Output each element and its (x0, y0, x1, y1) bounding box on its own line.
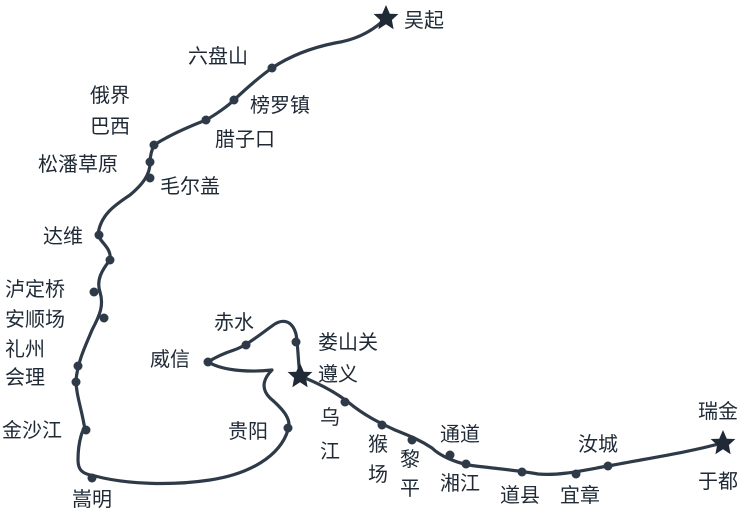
waypoint-liping (407, 435, 417, 445)
waypoint-guiyang (283, 423, 293, 433)
zunyi-star-icon (287, 363, 313, 388)
label-chishui: 赤水 (214, 310, 254, 334)
label-huili: 会理 (5, 365, 45, 389)
label-ruijin: 瑞金 (698, 399, 738, 423)
waypoint-houchang (377, 420, 387, 430)
waypoint-baxi (149, 140, 159, 150)
waypoint-chishui (241, 340, 251, 350)
waypoints (71, 63, 613, 483)
label-liping-1: 黎 (400, 447, 420, 471)
waypoint-yizhang (571, 469, 581, 479)
label-wujiang-1: 乌 (320, 405, 340, 429)
label-lizhou: 礼州 (5, 337, 45, 361)
waypoint-ludingqiao (89, 287, 99, 297)
label-daoxian: 道县 (500, 483, 540, 507)
waypoint-huili (71, 377, 81, 387)
waypoint-dawei (94, 230, 104, 240)
label-loushanguan: 娄山关 (318, 330, 378, 354)
label-guiyang: 贵阳 (228, 419, 268, 443)
label-lazikou: 腊子口 (215, 127, 275, 151)
label-yizhang: 宜章 (560, 483, 600, 507)
label-liping-2: 平 (400, 476, 420, 500)
waypoint-jinshajiang (81, 425, 91, 435)
waypoint-songming (87, 473, 97, 483)
ruijin-star-icon (710, 430, 736, 455)
waypoint-dawei-south (105, 255, 115, 265)
label-xiangjiang: 湘江 (440, 471, 480, 495)
waypoint-rucheng (603, 461, 613, 471)
label-maoergai: 毛尔盖 (160, 174, 220, 198)
waypoint-songpan (145, 157, 155, 167)
label-wujiang-2: 江 (320, 439, 340, 463)
label-rucheng: 汝城 (578, 432, 618, 456)
label-weixin: 威信 (150, 347, 190, 371)
place-labels: 吴起 六盘山 榜罗镇 俄界 巴西 腊子口 松潘草原 毛尔盖 达维 泸定桥 安顺场… (2, 8, 738, 511)
waypoint-lizhou (73, 361, 83, 371)
waypoint-wujiang (340, 397, 350, 407)
label-jinshajiang: 金沙江 (2, 418, 62, 442)
label-songpan: 松潘草原 (38, 152, 118, 176)
label-wuqi: 吴起 (404, 8, 444, 32)
label-tongdao: 通道 (440, 422, 480, 446)
label-yudu: 于都 (698, 469, 738, 493)
waypoint-weixin (203, 357, 213, 367)
label-dawei: 达维 (43, 224, 83, 248)
label-anshunchang: 安顺场 (5, 307, 65, 331)
waypoint-maoergai (145, 173, 155, 183)
label-houchang-2: 场 (368, 462, 388, 486)
label-zunyi: 遵义 (318, 362, 358, 386)
waypoint-liupanshan (267, 63, 277, 73)
waypoint-xiangjiang (461, 459, 471, 469)
label-houchang-1: 猴 (368, 432, 388, 456)
waypoint-anshunchang (99, 313, 109, 323)
label-songming: 嵩明 (72, 487, 112, 511)
waypoint-tongdao (445, 450, 455, 460)
waypoint-lazikou (201, 115, 211, 125)
stars (287, 5, 736, 455)
route-segment-ruijin-zunyi (298, 374, 724, 476)
route-segment-weixin-wuqi (74, 16, 388, 486)
label-ejie: 俄界 (90, 83, 130, 107)
route-line (74, 16, 724, 486)
label-liupanshan: 六盘山 (188, 44, 248, 68)
label-baxi: 巴西 (90, 114, 130, 138)
label-ludingqiao: 泸定桥 (5, 277, 65, 301)
wuqi-star-icon (373, 5, 399, 30)
waypoint-bangluozhen (229, 95, 239, 105)
waypoint-loushanguan (291, 337, 301, 347)
waypoint-daoxian (517, 467, 527, 477)
label-bangluozhen: 榜罗镇 (250, 93, 310, 117)
